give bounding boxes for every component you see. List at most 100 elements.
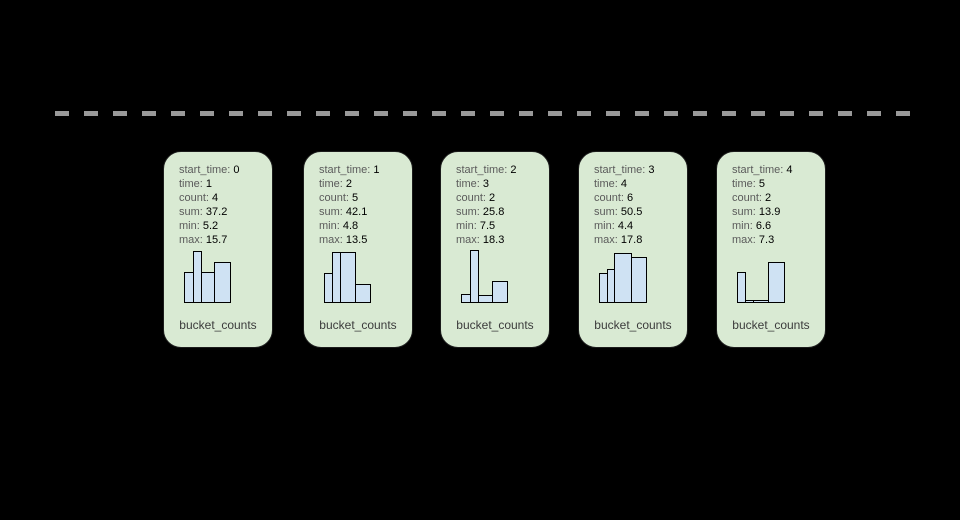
histogram-bar — [201, 272, 215, 303]
field-value: 2 — [765, 192, 772, 204]
field-label: sum: — [179, 206, 203, 218]
field-label: time: — [179, 178, 203, 190]
field-value: 5 — [352, 192, 359, 204]
histogram-bar — [614, 253, 632, 303]
bucket-card-3: start_time: 3 time: 4 count: 6 sum: 50.5… — [578, 151, 688, 348]
histogram-bar — [492, 281, 508, 303]
field-value: 50.5 — [620, 206, 643, 218]
field-label: count: — [732, 192, 762, 204]
metric-fields: start_time: 4 time: 5 count: 2 sum: 13.9… — [732, 163, 793, 247]
field-label: min: — [594, 220, 615, 232]
field-label: min: — [456, 220, 477, 232]
field-min: min: 4.4 — [594, 219, 655, 233]
field-value: 3 — [482, 178, 490, 190]
field-max: max: 7.3 — [732, 233, 793, 247]
field-value: 18.3 — [482, 234, 505, 246]
histogram-bar — [768, 262, 785, 303]
field-label: max: — [179, 234, 203, 246]
field-label: count: — [594, 192, 624, 204]
histogram-bar — [340, 252, 356, 303]
metric-fields: start_time: 3 time: 4 count: 6 sum: 50.5… — [594, 163, 655, 247]
field-count: count: 4 — [179, 191, 240, 205]
field-value: 17.8 — [620, 234, 643, 246]
field-label: start_time: — [732, 164, 784, 176]
field-value: 2 — [510, 164, 517, 176]
bucket-card-1: start_time: 1 time: 2 count: 5 sum: 42.1… — [303, 151, 413, 348]
field-label: max: — [319, 234, 343, 246]
field-label: sum: — [732, 206, 756, 218]
field-start-time: start_time: 0 — [179, 163, 240, 177]
field-label: min: — [319, 220, 340, 232]
field-sum: sum: 37.2 — [179, 205, 240, 219]
field-start-time: start_time: 4 — [732, 163, 793, 177]
field-time: time: 2 — [319, 177, 380, 191]
field-label: sum: — [456, 206, 480, 218]
field-value: 13.5 — [345, 234, 368, 246]
field-count: count: 2 — [456, 191, 517, 205]
field-value: 0 — [233, 164, 240, 176]
dashed-timeline — [55, 111, 912, 116]
histogram-bar — [355, 284, 371, 303]
metric-fields: start_time: 2 time: 3 count: 2 sum: 25.8… — [456, 163, 517, 247]
histogram-bar — [470, 250, 479, 303]
field-time: time: 4 — [594, 177, 655, 191]
field-value: 6 — [627, 192, 634, 204]
field-value: 2 — [489, 192, 496, 204]
card-caption: bucket_counts — [319, 318, 397, 332]
field-value: 5.2 — [202, 220, 219, 232]
field-label: max: — [594, 234, 618, 246]
field-label: count: — [179, 192, 209, 204]
field-count: count: 5 — [319, 191, 380, 205]
card-caption: bucket_counts — [179, 318, 257, 332]
histogram-bar — [631, 257, 647, 303]
field-value: 2 — [345, 178, 353, 190]
field-value: 7.5 — [479, 220, 496, 232]
field-value: 4.4 — [617, 220, 634, 232]
field-label: time: — [594, 178, 618, 190]
field-value: 4 — [212, 192, 219, 204]
field-label: min: — [179, 220, 200, 232]
field-label: sum: — [594, 206, 618, 218]
field-label: sum: — [319, 206, 343, 218]
bucket-card-2: start_time: 2 time: 3 count: 2 sum: 25.8… — [440, 151, 550, 348]
field-value: 37.2 — [205, 206, 228, 218]
field-label: start_time: — [179, 164, 231, 176]
field-value: 25.8 — [482, 206, 505, 218]
field-min: min: 4.8 — [319, 219, 380, 233]
field-min: min: 7.5 — [456, 219, 517, 233]
bucket-histogram — [184, 251, 231, 303]
field-value: 4 — [620, 178, 628, 190]
bucket-histogram — [461, 250, 508, 303]
field-value: 42.1 — [345, 206, 368, 218]
field-start-time: start_time: 1 — [319, 163, 380, 177]
field-value: 4 — [786, 164, 793, 176]
field-sum: sum: 13.9 — [732, 205, 793, 219]
histogram-bar — [737, 272, 746, 303]
bucket-histogram — [324, 252, 371, 303]
field-value: 13.9 — [758, 206, 781, 218]
field-max: max: 15.7 — [179, 233, 240, 247]
field-value: 15.7 — [205, 234, 228, 246]
field-start-time: start_time: 2 — [456, 163, 517, 177]
card-caption: bucket_counts — [594, 318, 672, 332]
field-max: max: 13.5 — [319, 233, 380, 247]
field-label: max: — [732, 234, 756, 246]
field-value: 4.8 — [342, 220, 359, 232]
card-caption: bucket_counts — [732, 318, 810, 332]
bucket-histogram — [737, 262, 785, 303]
field-label: count: — [319, 192, 349, 204]
histogram-bar — [214, 262, 231, 303]
field-label: start_time: — [319, 164, 371, 176]
field-label: time: — [456, 178, 480, 190]
histogram-bar — [478, 295, 493, 303]
field-value: 1 — [373, 164, 380, 176]
field-label: time: — [319, 178, 343, 190]
field-count: count: 6 — [594, 191, 655, 205]
field-min: min: 5.2 — [179, 219, 240, 233]
field-label: count: — [456, 192, 486, 204]
field-sum: sum: 25.8 — [456, 205, 517, 219]
card-caption: bucket_counts — [456, 318, 534, 332]
histogram-bar — [753, 300, 769, 303]
field-value: 7.3 — [758, 234, 775, 246]
field-max: max: 18.3 — [456, 233, 517, 247]
